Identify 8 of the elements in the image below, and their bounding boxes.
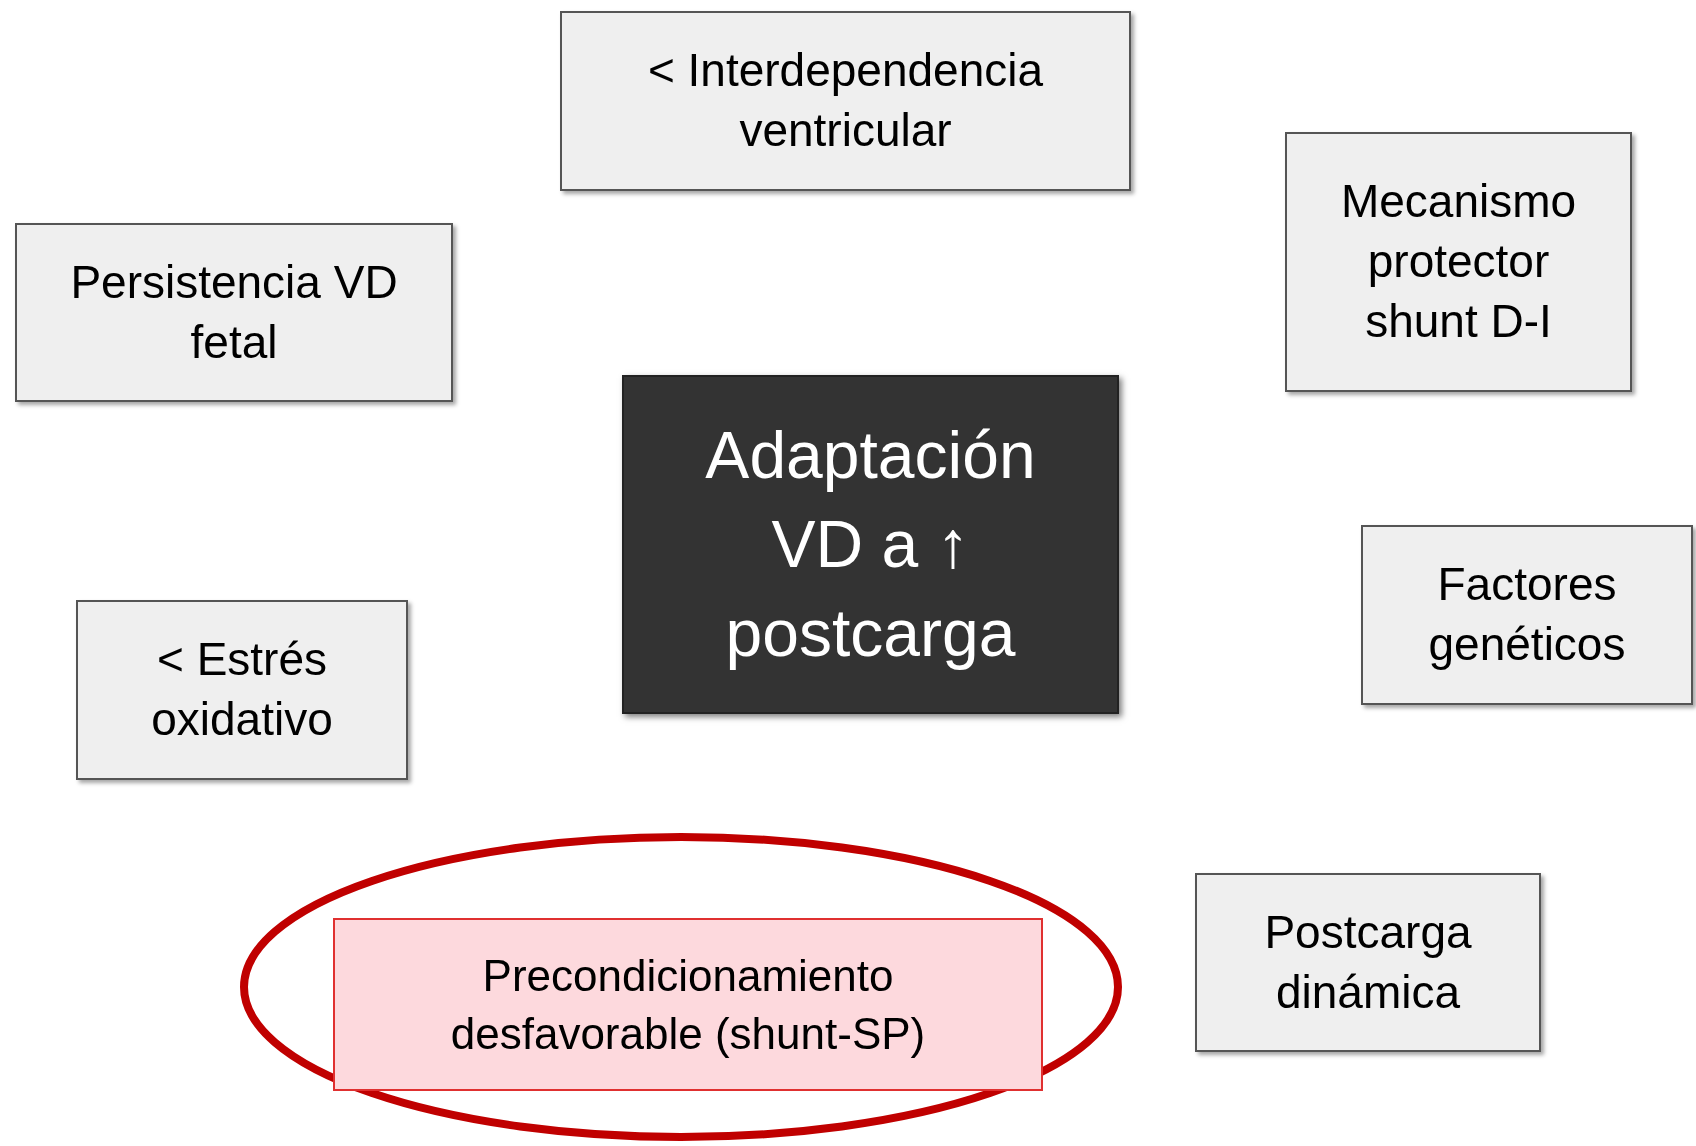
concept-box: Persistencia VD fetal xyxy=(15,223,453,402)
concept-box: Precondicionamiento desfavorable (shunt-SP) xyxy=(333,918,1043,1091)
concept-box: Factores genéticos xyxy=(1361,525,1693,705)
central-box: Adaptación VD a ↑ postcarga xyxy=(622,375,1119,714)
concept-box: Mecanismo protector shunt D-I xyxy=(1285,132,1632,392)
concept-box: Postcarga dinámica xyxy=(1195,873,1541,1052)
concept-box: < Interdependencia ventricular xyxy=(560,11,1131,191)
concept-box: < Estrés oxidativo xyxy=(76,600,408,780)
